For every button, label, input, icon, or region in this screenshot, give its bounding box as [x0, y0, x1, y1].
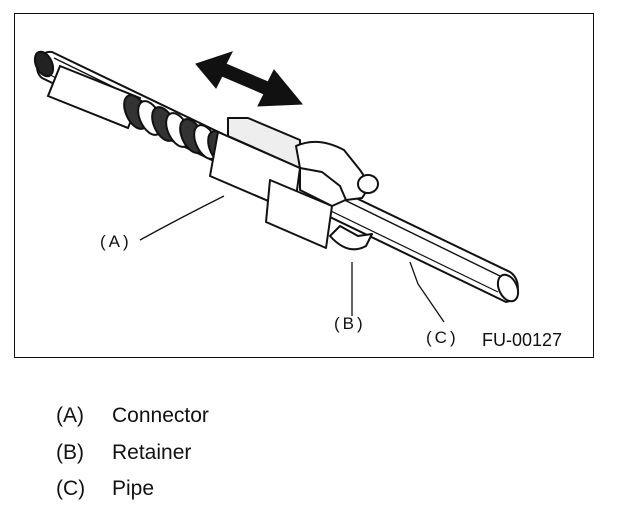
legend-text: Connector [112, 404, 209, 428]
figure-id: FU-00127 [482, 330, 563, 350]
callout-b: (B) [334, 314, 366, 333]
double-arrow-icon [195, 51, 304, 107]
legend-text: Retainer [112, 440, 192, 464]
legend-key: (A) [56, 404, 84, 428]
legend: (A) Connector (B) Retainer (C) Pipe [56, 398, 209, 508]
legend-key: (C) [56, 477, 86, 501]
retainer [295, 140, 379, 251]
leader-line-a [139, 195, 225, 241]
legend-item-pipe: (C) Pipe [56, 471, 209, 508]
legend-item-connector: (A) Connector [56, 398, 209, 435]
leader-lines [139, 195, 445, 323]
leader-line-c [409, 261, 445, 323]
legend-item-retainer: (B) Retainer [56, 435, 209, 472]
legend-text: Pipe [112, 477, 155, 501]
legend-key: (B) [56, 440, 84, 464]
callout-c: (C) [426, 328, 459, 347]
callout-a: (A) [100, 232, 132, 251]
hose-ribs [46, 64, 233, 166]
